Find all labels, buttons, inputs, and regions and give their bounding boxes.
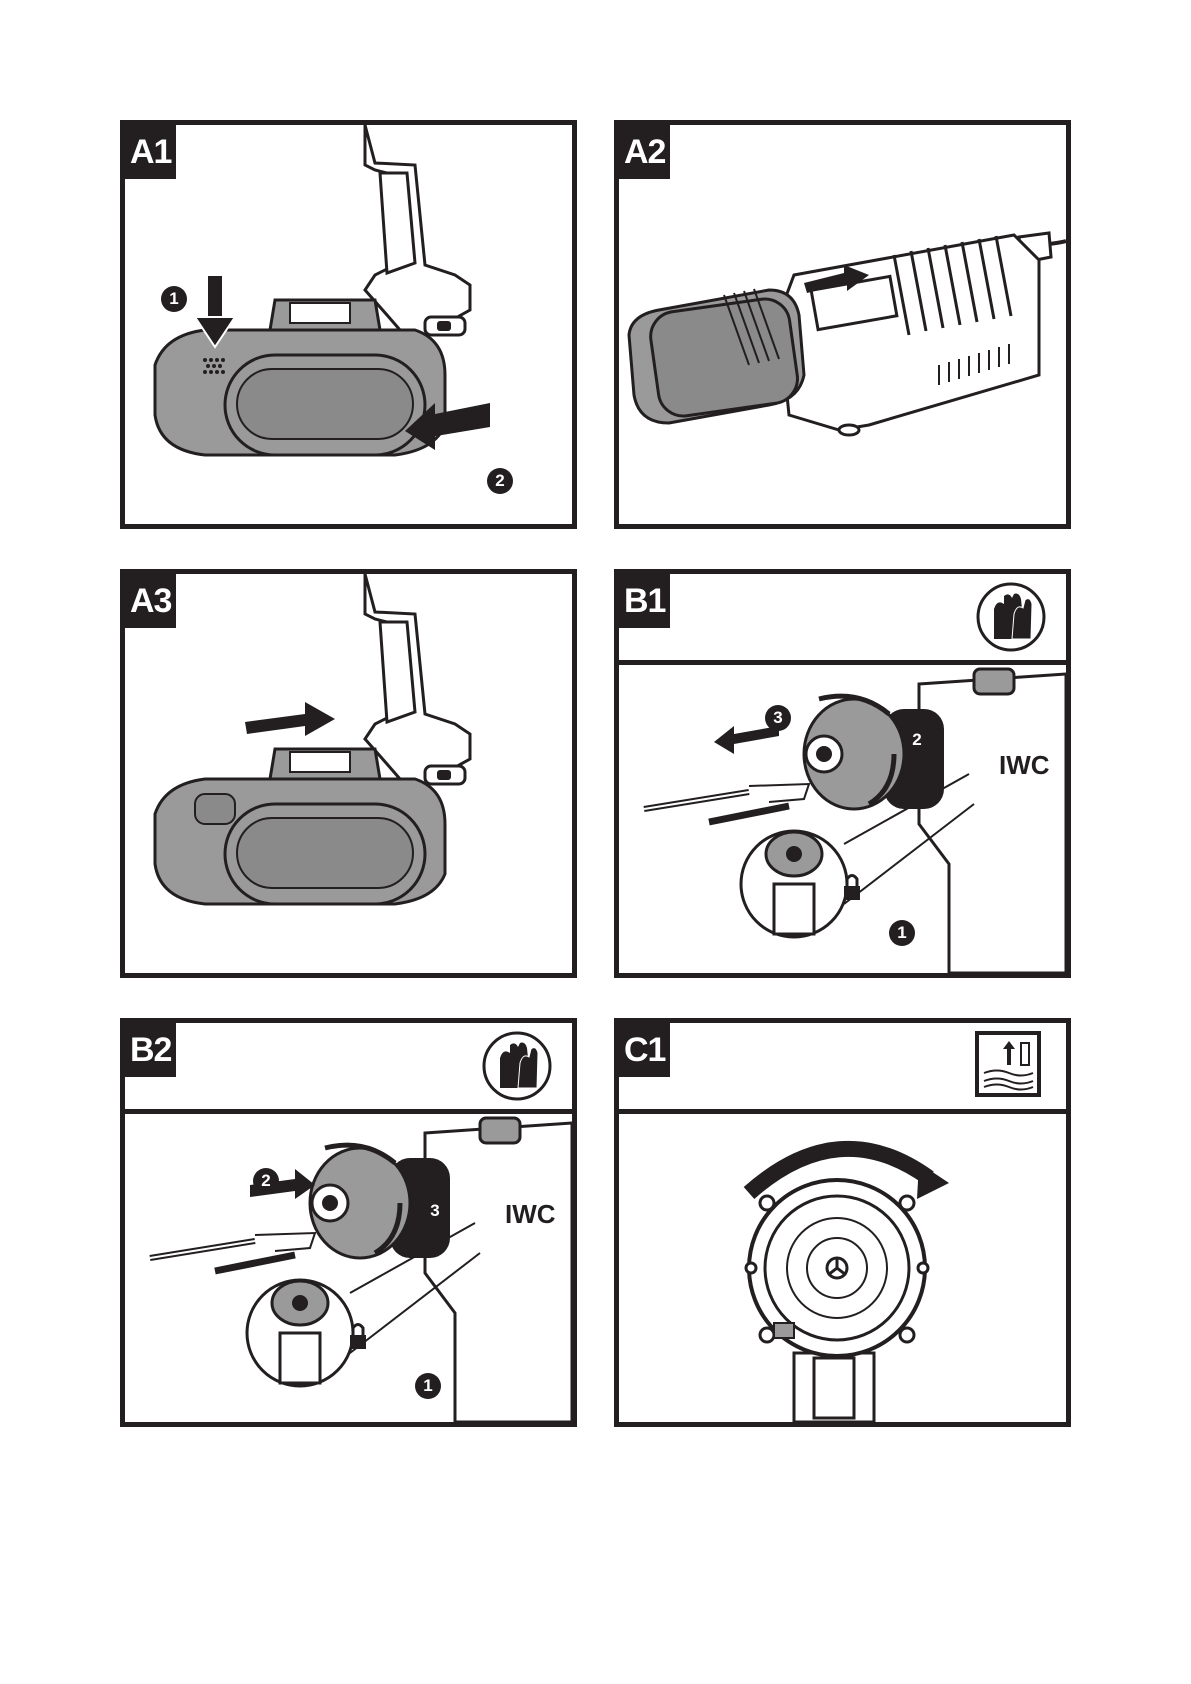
arrow-right-icon — [245, 702, 335, 736]
step-badge-2: 2 — [487, 468, 513, 494]
battery — [629, 289, 804, 423]
material-icon — [977, 1033, 1039, 1095]
panel-a3: A3 — [120, 569, 577, 978]
step-badge-1: 1 — [889, 920, 915, 946]
brand-logo: IWC — [505, 1199, 556, 1229]
brand-logo: IWC — [999, 750, 1050, 780]
step-badge-3: 3 — [422, 1198, 448, 1224]
charger — [779, 235, 1039, 435]
illustration-battery-charger — [619, 125, 1066, 524]
step-badge-2: 2 — [253, 1168, 279, 1194]
gloves-icon — [978, 584, 1044, 650]
panel-a2: A2 — [614, 120, 1071, 529]
panel-b2: IWC B2 1 2 3 — [120, 1018, 577, 1427]
panel-label: A2 — [619, 125, 670, 179]
panel-b1: IWC B1 1 2 3 — [614, 569, 1071, 978]
step-badge-3: 3 — [765, 705, 791, 731]
panel-a1: A1 1 2 — [120, 120, 577, 529]
step-badge-2: 2 — [904, 727, 930, 753]
panel-label: B2 — [125, 1023, 176, 1077]
panel-label: A3 — [125, 574, 176, 628]
panel-label: A1 — [125, 125, 176, 179]
lock-icon — [350, 1325, 366, 1350]
illustration-bit-insert: IWC — [125, 1023, 572, 1422]
step-badge-1: 1 — [415, 1373, 441, 1399]
illustration-battery-attach — [125, 574, 572, 973]
panel-c1: C1 — [614, 1018, 1071, 1427]
panel-label: B1 — [619, 574, 670, 628]
panel-label: C1 — [619, 1023, 670, 1077]
step-badge-1: 1 — [161, 286, 187, 312]
lock-icon — [844, 876, 860, 901]
illustration-chuck-rotate — [619, 1023, 1066, 1422]
gloves-icon — [484, 1033, 550, 1099]
illustration-bit-remove: IWC — [619, 574, 1066, 973]
illustration-battery-insert — [125, 125, 572, 524]
